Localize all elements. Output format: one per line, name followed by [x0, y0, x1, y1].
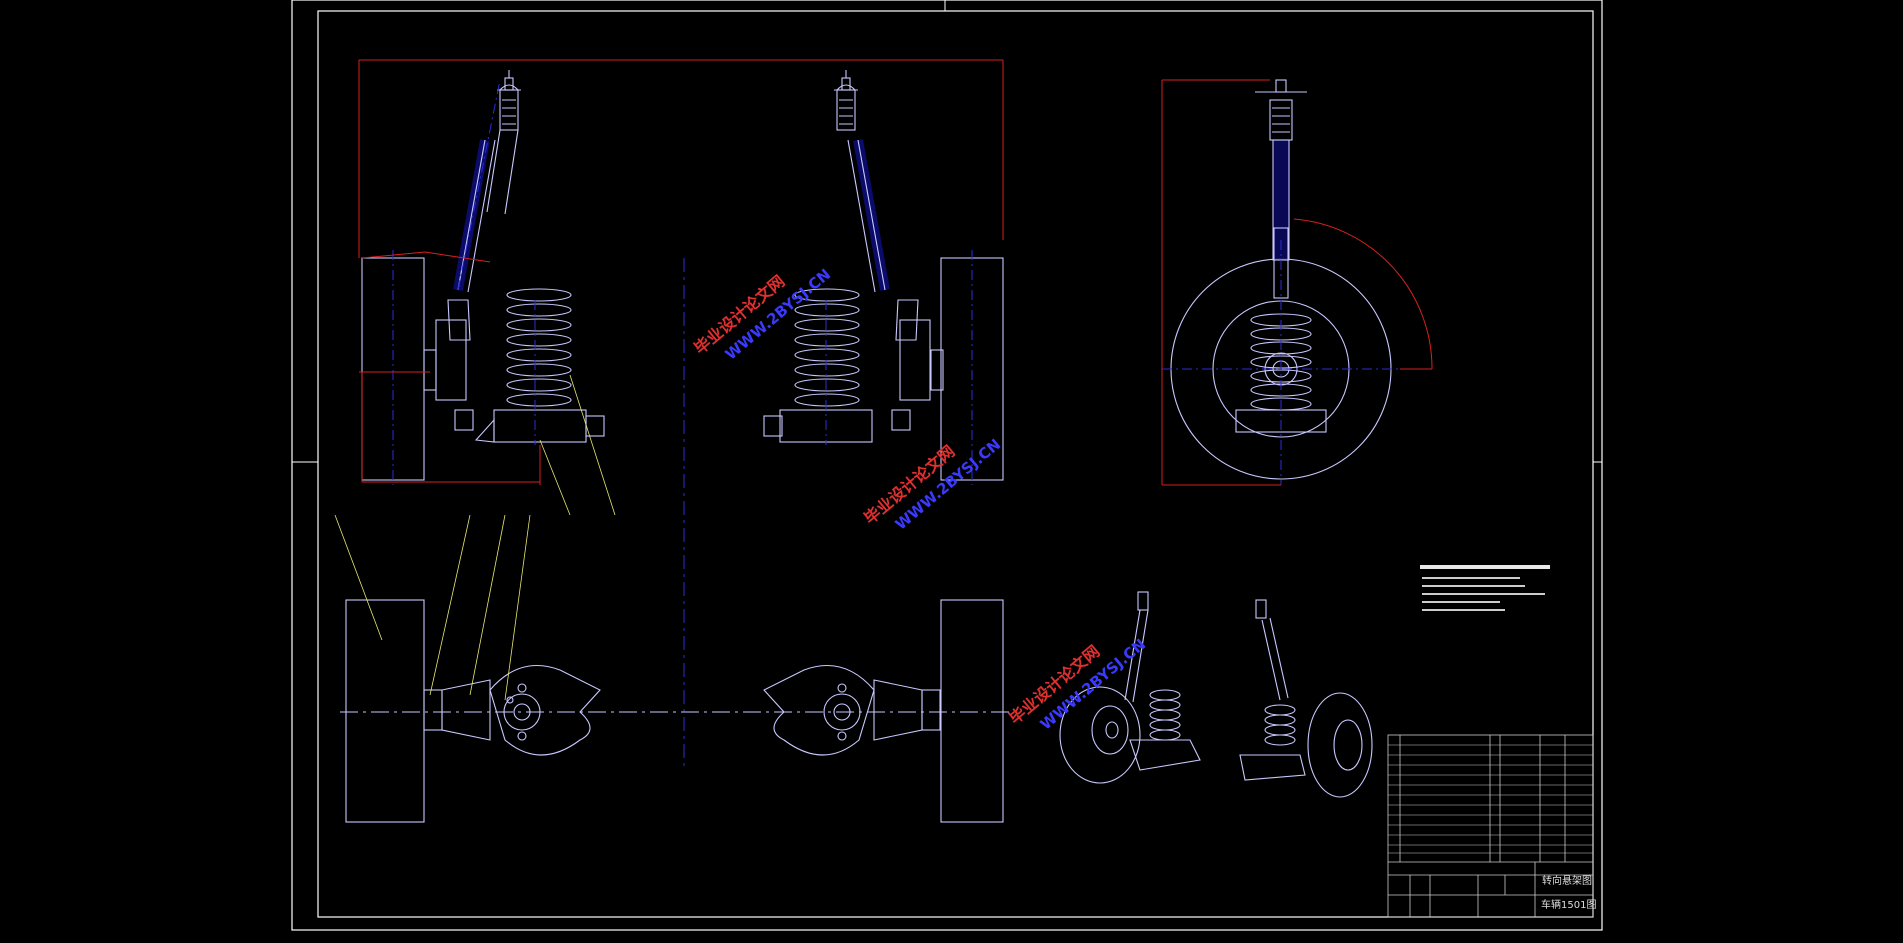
- inner-frame: [317, 10, 1594, 918]
- outer-frame: [291, 0, 1603, 931]
- wheel-icon: [940, 599, 1004, 823]
- drawing-number: 车辆1501图: [1541, 898, 1596, 911]
- top-view: [345, 599, 1004, 823]
- drawing-name: 转向悬架图: [1542, 874, 1592, 887]
- wheel-icon: [1307, 692, 1373, 798]
- knuckle-icon: [489, 664, 601, 756]
- coil-spring-icon: [506, 288, 572, 407]
- front-view-left: [361, 70, 605, 481]
- isometric-view-left: [1059, 591, 1201, 784]
- shock-absorber-icon: [834, 70, 890, 293]
- parts-list: [1387, 734, 1594, 918]
- coil-spring-icon: [794, 288, 860, 407]
- leader-lines: [334, 374, 616, 701]
- centerline: [457, 79, 501, 291]
- knuckle-icon: [763, 664, 875, 756]
- dimension-lines: [358, 59, 1004, 485]
- wheel-icon: [1059, 686, 1141, 784]
- watermark-1: 毕业设计论文网 WWW.2BYSJ.CN: [690, 265, 834, 363]
- technical-notes: [1420, 565, 1550, 611]
- isometric-view-right: [1239, 599, 1373, 798]
- shock-absorber-icon: [1124, 591, 1149, 703]
- wheel-icon: [345, 599, 425, 823]
- watermark-2: 毕业设计论文网 WWW.2BYSJ.CN: [860, 435, 1004, 533]
- shock-absorber-icon: [1255, 599, 1289, 701]
- coil-spring-icon: [1264, 704, 1296, 746]
- side-view-dimensions: [1161, 79, 1433, 486]
- front-view-right: [763, 70, 1004, 481]
- side-view: [1170, 79, 1392, 480]
- coil-spring-icon: [1149, 689, 1181, 741]
